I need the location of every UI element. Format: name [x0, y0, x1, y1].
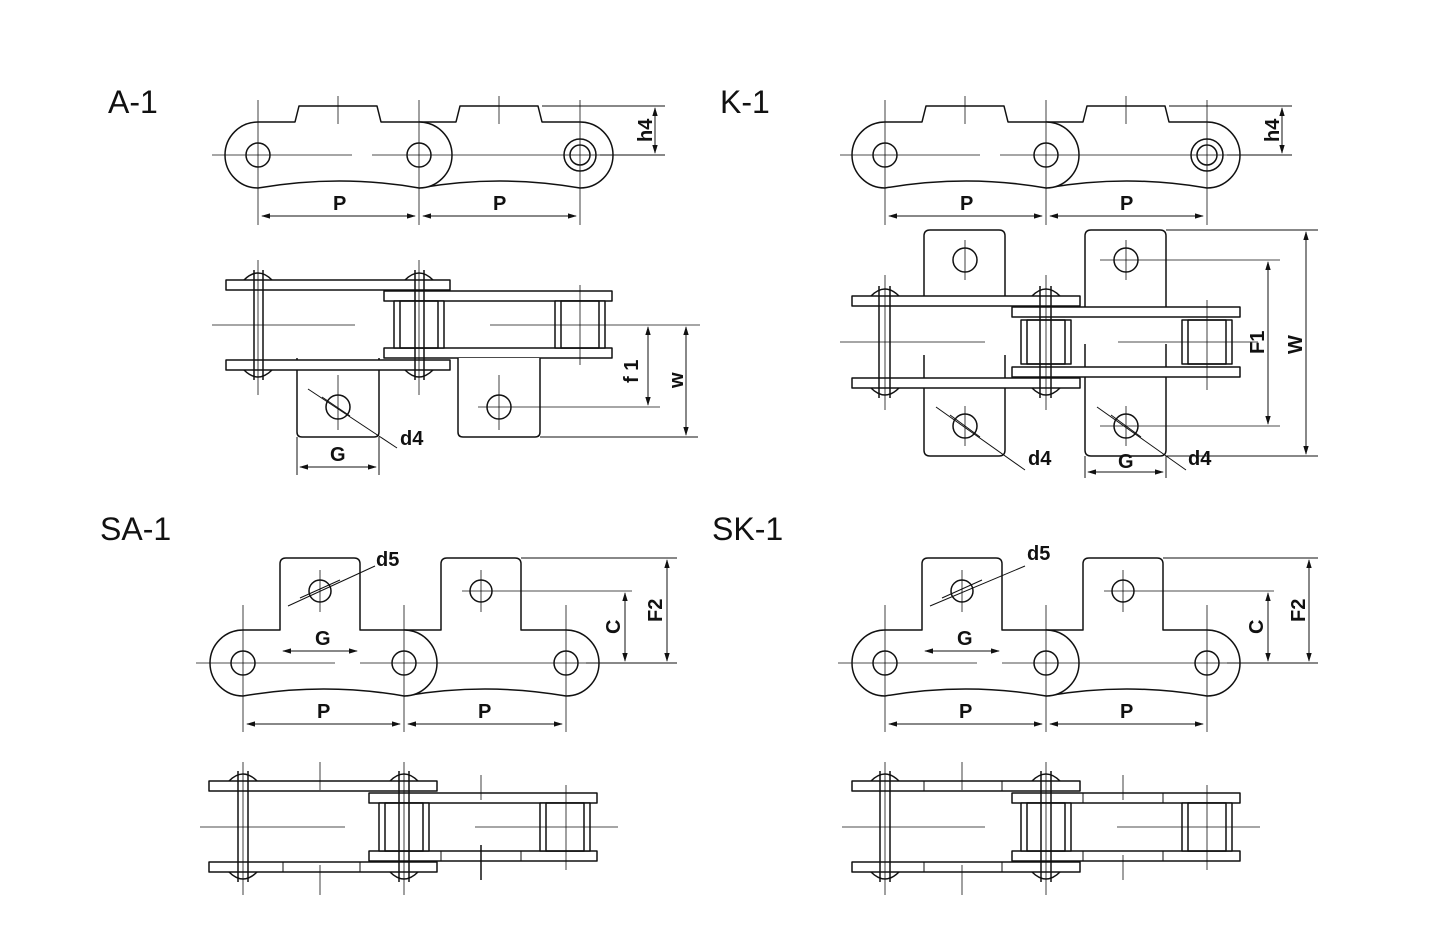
- a1-d4-label: d4: [400, 428, 424, 450]
- a1-w-label: w: [666, 372, 688, 389]
- sa1-pitch-label-left: P: [317, 701, 330, 723]
- title-a1: A-1: [108, 84, 158, 120]
- k1-d4-label-right: d4: [1188, 448, 1212, 470]
- k1-d4-label-left: d4: [1028, 448, 1052, 470]
- title-sk1: SK-1: [712, 511, 783, 547]
- k1-top-view: [840, 229, 1318, 478]
- title-sa1: SA-1: [100, 511, 171, 547]
- sk1-side-view: [838, 557, 1318, 732]
- k1-side-view: [840, 96, 1292, 225]
- sk1-g-label: G: [957, 628, 973, 650]
- title-k1: K-1: [720, 84, 770, 120]
- sk1-f2-label: F2: [1288, 599, 1310, 622]
- sa1-side-view: [196, 557, 677, 732]
- sa1-d5-label: d5: [376, 549, 399, 571]
- sk1-top-view: [842, 762, 1260, 895]
- k1-w-label: W: [1285, 335, 1307, 354]
- sk1-c-label: C: [1246, 620, 1268, 634]
- k1-g-label: G: [1118, 451, 1134, 473]
- a1-g-label: G: [330, 444, 346, 466]
- sk1-pitch-label-right: P: [1120, 701, 1133, 723]
- sa1-pitch-label-right: P: [478, 701, 491, 723]
- k1-pitch-label-left: P: [960, 193, 973, 215]
- a1-h4-label: h4: [635, 118, 657, 142]
- a1-pitch-label-left: P: [333, 193, 346, 215]
- sa1-c-label: C: [603, 620, 625, 634]
- sa1-f2-label: F2: [645, 599, 667, 622]
- sk1-d5-label: d5: [1027, 543, 1050, 565]
- a1-side-view: [212, 96, 665, 225]
- k1-f1-label: F1: [1247, 331, 1269, 354]
- a1-top-view: [212, 260, 700, 475]
- sa1-g-label: G: [315, 628, 331, 650]
- a1-f1-label: f 1: [621, 360, 643, 383]
- sk1-pitch-label-left: P: [959, 701, 972, 723]
- k1-h4-label: h4: [1262, 118, 1284, 142]
- a1-pitch-label-right: P: [493, 193, 506, 215]
- sa1-top-view: [200, 762, 618, 895]
- k1-pitch-label-right: P: [1120, 193, 1133, 215]
